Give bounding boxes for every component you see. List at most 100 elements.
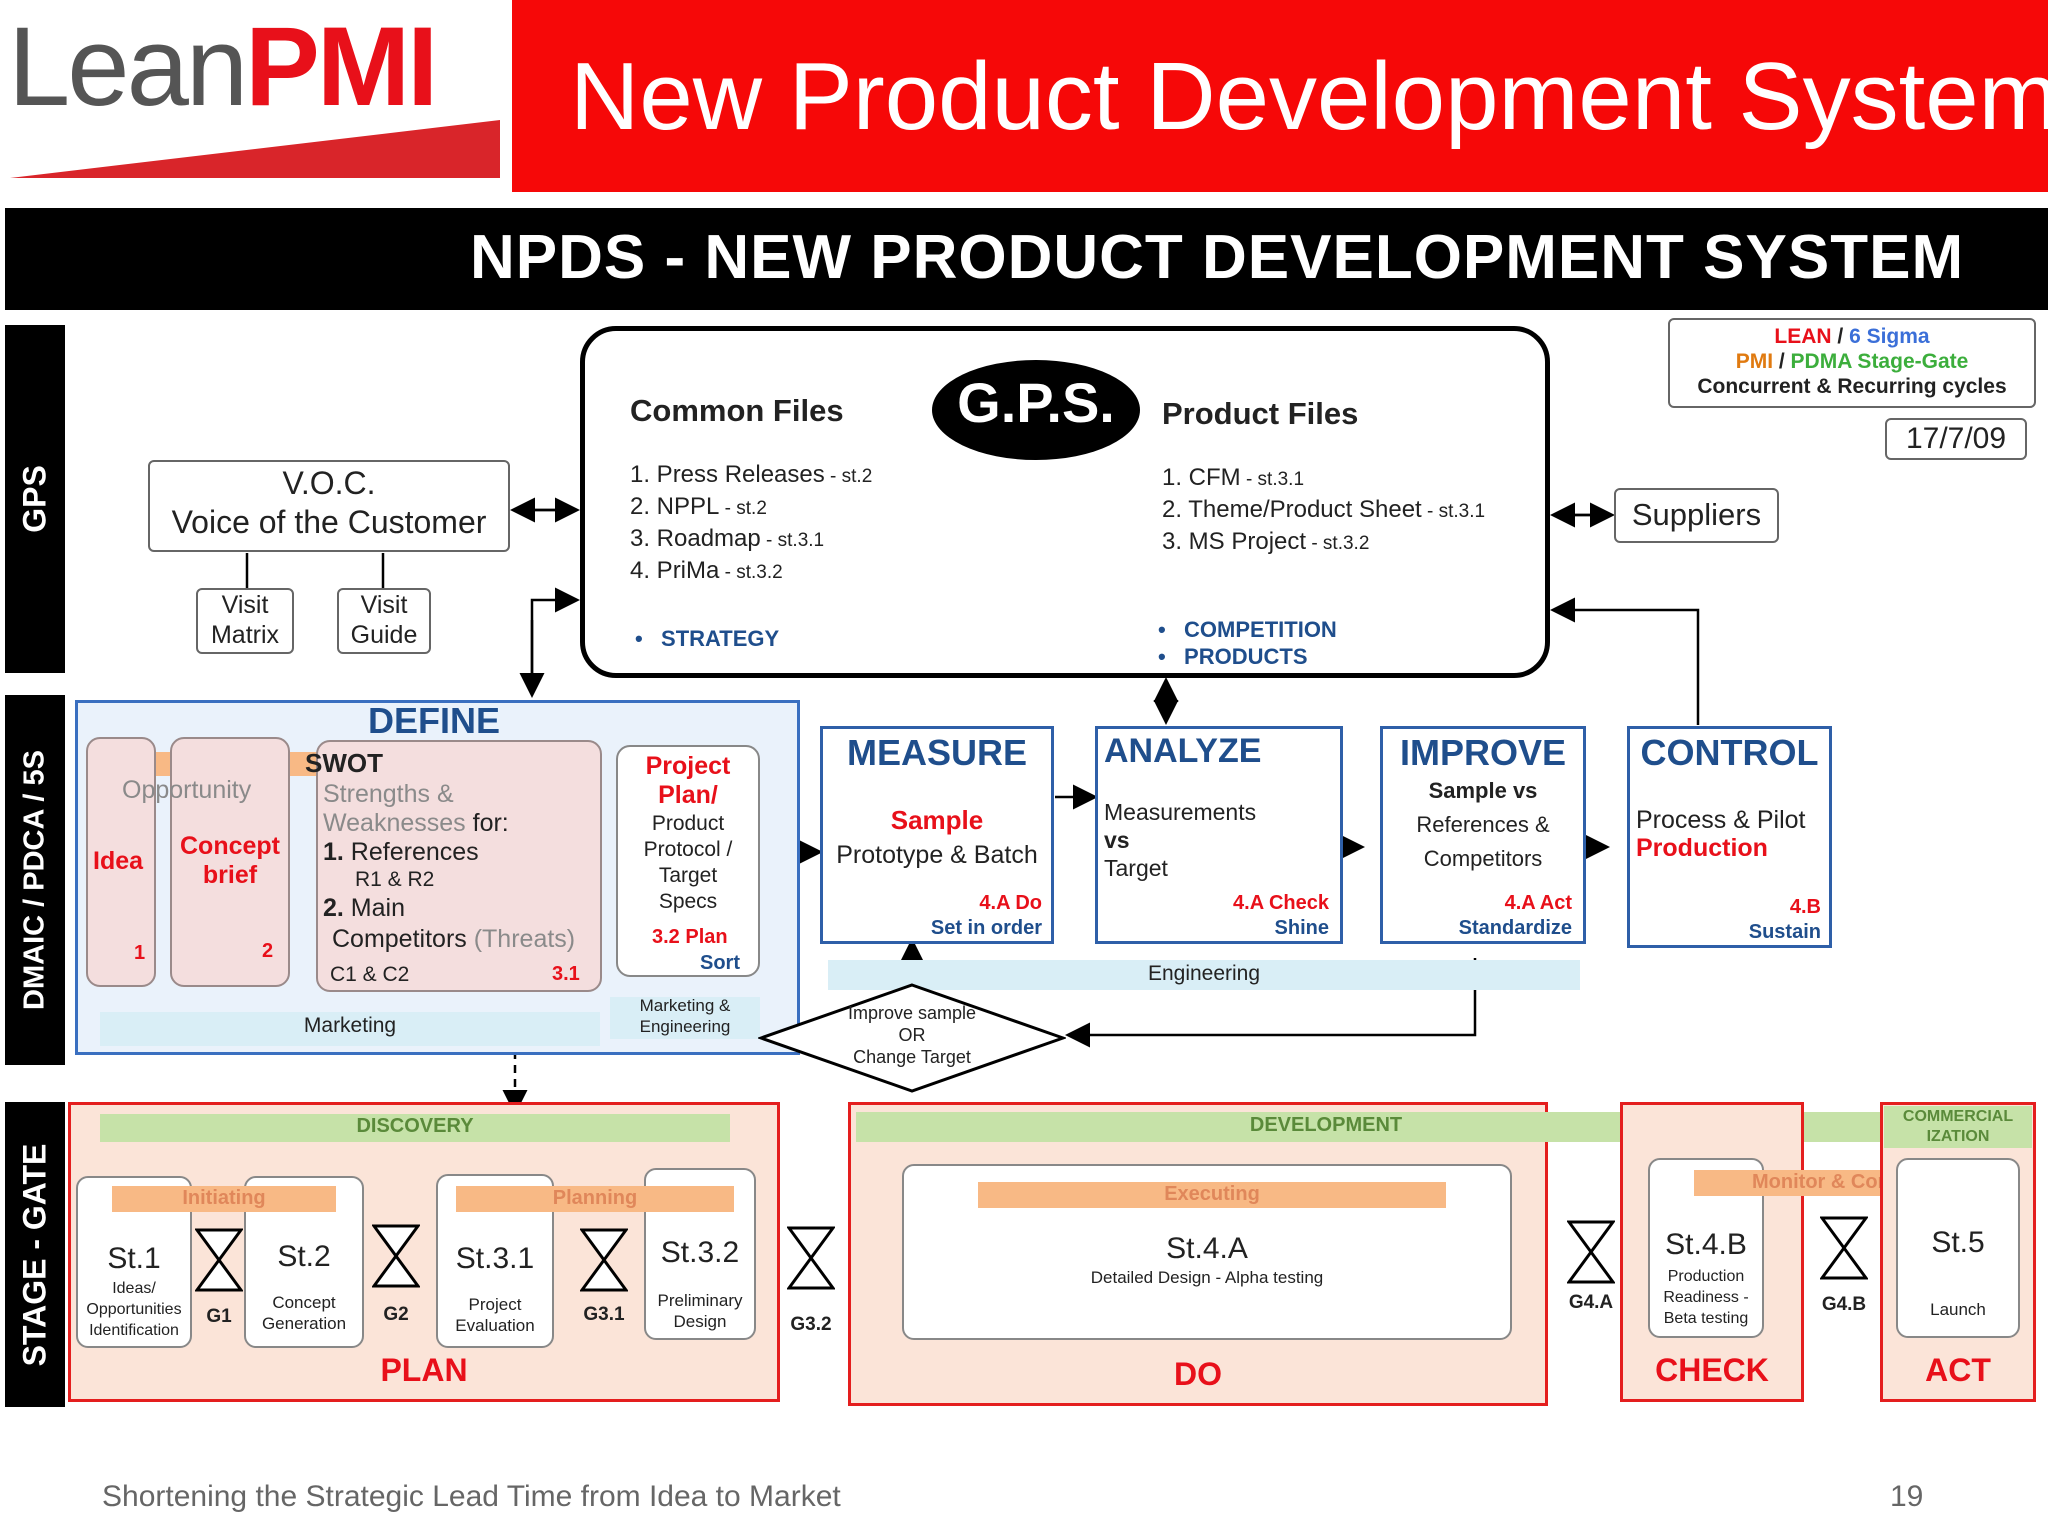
- gate-g31-label: G3.1: [583, 1304, 625, 1325]
- product-files-title: Product Files: [1162, 396, 1359, 431]
- st5-title: St.5: [1931, 1226, 1985, 1259]
- side-label-dmaic: DMAIC / PDCA / 5S: [5, 695, 65, 1065]
- st4a-title: St.4.A: [1166, 1232, 1248, 1265]
- discovery-bar: [100, 1114, 730, 1142]
- measure-box: [820, 726, 1054, 944]
- improve-box: [1380, 726, 1586, 944]
- do-label: DO: [1174, 1356, 1222, 1392]
- decision-diamond: [758, 983, 1066, 1093]
- measure-proto: Prototype & Batch: [836, 841, 1038, 869]
- gate-g1-icon: [195, 1228, 243, 1292]
- logo-text: LeanPMI: [8, 4, 438, 129]
- product-files-list: 1. CFM - st.3.1 2. Theme/Product Sheet -…: [1162, 464, 1486, 555]
- control-line1: Process & Pilot: [1636, 806, 1806, 834]
- analyze-title: ANALYZE: [1104, 732, 1262, 770]
- improve-step: 4.A Act: [1504, 892, 1572, 914]
- gate-g4a-icon: [1567, 1220, 1615, 1284]
- gate-g32-label: G3.2: [790, 1314, 832, 1335]
- st31-title: St.3.1: [455, 1242, 535, 1275]
- common-files-title: Common Files: [630, 393, 844, 428]
- idea-label: Idea: [93, 847, 144, 875]
- executing-bar: [978, 1182, 1446, 1208]
- gate-g1-label: G1: [206, 1306, 232, 1327]
- gate-g2-icon: [372, 1224, 420, 1288]
- opportunity-label: Opportunity: [122, 776, 252, 804]
- improve-title: IMPROVE: [1399, 732, 1567, 773]
- control-step: 4.B: [1789, 896, 1821, 918]
- legend-line2: PMI / PDMA Stage-Gate: [1735, 350, 1969, 373]
- st32-title: St.3.2: [660, 1236, 740, 1269]
- control-box: [1627, 726, 1832, 948]
- analyze-box: [1095, 726, 1343, 944]
- development-bar: [856, 1112, 2022, 1142]
- commercialization-bar: [1884, 1106, 2032, 1148]
- gate-g4a-label: G4.A: [1568, 1292, 1614, 1313]
- mkt-eng-label: Marketing &Engineering: [639, 996, 731, 1036]
- project-plan-box: [616, 745, 760, 977]
- voc-subtitle: Voice of the Customer: [171, 504, 487, 540]
- concept-box: [170, 737, 290, 987]
- st4b-title: St.4.B: [1665, 1228, 1747, 1261]
- gate-g31-icon: [580, 1228, 628, 1292]
- development-label: DEVELOPMENT: [1249, 1114, 1403, 1136]
- mkt-eng-band: [610, 997, 760, 1039]
- r1r2-label: R1 & R2: [355, 868, 435, 891]
- idea-box: [86, 737, 156, 987]
- competitors-label: Competitors (Threats): [332, 925, 576, 953]
- st1-title: St.1: [107, 1242, 161, 1275]
- main-label: 2. Main: [323, 894, 405, 922]
- title-bar: [512, 0, 2048, 192]
- control-line2: Production: [1636, 834, 1768, 862]
- marketing-label: Marketing: [303, 1014, 397, 1037]
- analyze-sub: Shine: [1274, 917, 1329, 939]
- page-number: 19: [1890, 1480, 1924, 1513]
- swot-label: SWOT: [305, 748, 383, 778]
- measure-title: MEASURE: [846, 732, 1028, 773]
- gate-g4b-icon: [1820, 1216, 1868, 1280]
- monitor-label: Monitor & Control: [1752, 1171, 1922, 1193]
- improve-sub: Standardize: [1458, 917, 1572, 939]
- competition-items: • COMPETITION• PRODUCTS: [1158, 617, 1337, 669]
- legend-line3: Concurrent & Recurring cycles: [1697, 375, 2007, 398]
- measure-step: 4.A Do: [979, 892, 1042, 914]
- logo-swoosh: [10, 120, 500, 178]
- engineering-label: Engineering: [1147, 962, 1261, 985]
- initiating-bar: [112, 1186, 336, 1212]
- gate-g2-label: G2: [383, 1304, 409, 1325]
- legend-line1: LEAN / 6 Sigma: [1774, 325, 1930, 348]
- step-1-label: 1: [134, 942, 146, 964]
- initiating-label: Initiating: [182, 1187, 266, 1209]
- strategy-item: • STRATEGY: [635, 626, 780, 651]
- planning-label: Planning: [552, 1187, 638, 1209]
- strengths-label: Strengths &Weaknesses for:: [323, 780, 509, 837]
- c1c2-label: C1 & C2: [330, 963, 410, 986]
- step-31-label: 3.1: [552, 963, 580, 985]
- measure-sample: Sample: [890, 805, 984, 835]
- side-label-gps: GPS: [5, 325, 65, 673]
- swot-box: [316, 740, 602, 992]
- st4a-desc: Detailed Design - Alpha testing: [1090, 1268, 1324, 1287]
- planning-bar: [456, 1186, 734, 1212]
- gps-oval: [932, 360, 1140, 460]
- st5-box: [1896, 1158, 2020, 1338]
- measure-sub: Set in order: [930, 917, 1042, 939]
- npds-title: NPDS - NEW PRODUCT DEVELOPMENT SYSTEM: [470, 223, 1965, 292]
- sort-label: Sort: [700, 952, 740, 974]
- gate-g4b-label: G4.B: [1821, 1294, 1867, 1315]
- references-label: 1. References: [323, 838, 479, 866]
- control-sub: Sustain: [1748, 921, 1821, 943]
- plan-label: PLAN: [380, 1352, 468, 1388]
- st5-desc: Launch: [1930, 1300, 1986, 1319]
- plan-32-label: 3.2 Plan: [652, 926, 728, 948]
